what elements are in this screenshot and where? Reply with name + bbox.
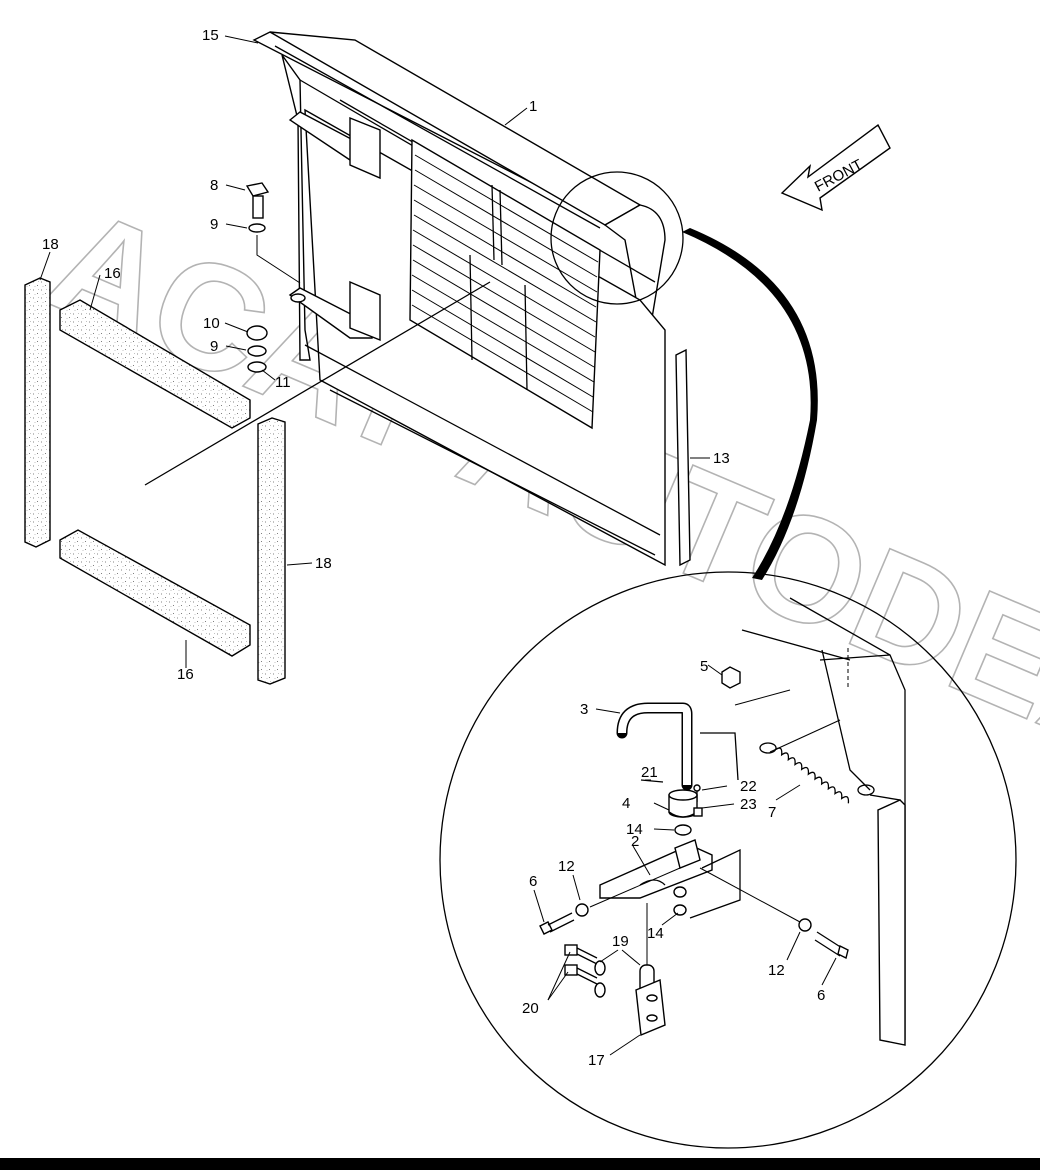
washer-14-lower-b (673, 904, 687, 916)
hinge-hole (290, 293, 306, 303)
callout-10: 10 (203, 315, 220, 332)
callout-12-left: 12 (558, 858, 575, 875)
washer-9-upper (248, 223, 266, 233)
front-direction-arrow: FRONT (780, 123, 891, 212)
callout-14-upper: 14 (626, 821, 643, 838)
radiator-grille-panel (252, 31, 666, 567)
bottom-border-bar (0, 1158, 1040, 1170)
callout-7: 7 (768, 804, 776, 821)
washer-19-a (594, 960, 606, 976)
bolts-20 (564, 944, 598, 985)
callout-1: 1 (529, 98, 537, 115)
callout-6-left: 6 (529, 873, 537, 890)
detail-circle (439, 571, 1017, 1149)
foam-strip-16-lower (59, 529, 251, 657)
callout-16-upper: 16 (104, 265, 121, 282)
bushing-4 (668, 789, 703, 818)
callout-5: 5 (700, 658, 708, 675)
louver-slats (411, 154, 599, 413)
lower-hinge-plate (349, 280, 381, 342)
washer-11 (247, 361, 267, 373)
callout-9-upper: 9 (210, 216, 218, 233)
callout-19: 19 (612, 933, 629, 950)
leader-lines (39, 35, 837, 1056)
bolt-6-right (814, 931, 849, 960)
callout-21: 21 (641, 764, 658, 781)
foam-strip-16-upper (59, 299, 251, 429)
nut-5 (721, 666, 741, 689)
callout-9-lower: 9 (210, 338, 218, 355)
callout-8: 8 (210, 177, 218, 194)
seal-strip-13 (675, 348, 691, 567)
detail-magnifier-circle (550, 171, 684, 305)
nut-12-left (575, 903, 589, 917)
callout-13: 13 (713, 450, 730, 467)
callout-22: 22 (740, 778, 757, 795)
callout-18-right: 18 (315, 555, 332, 572)
callout-6-right: 6 (817, 987, 825, 1004)
callout-3: 3 (580, 701, 588, 718)
washer-19-b (594, 982, 606, 998)
callout-23: 23 (740, 796, 757, 813)
washer-14-upper (674, 824, 692, 836)
detail-view (439, 571, 1017, 1149)
latch-2 (599, 839, 713, 899)
callout-16-lower: 16 (177, 666, 194, 683)
bolt-8 (245, 182, 270, 219)
foam-strip-18-left (24, 277, 51, 548)
callout-14-lower: 14 (647, 925, 664, 942)
callout-labels: 15 1 8 9 18 16 10 9 11 13 18 16 5 3 21 2… (42, 27, 825, 1069)
callout-11: 11 (275, 374, 291, 391)
foam-strip-18-right (257, 417, 286, 685)
callout-15: 15 (202, 27, 219, 44)
hinge-17 (635, 964, 666, 1037)
callout-4: 4 (622, 795, 630, 812)
spring-7 (759, 742, 875, 804)
upper-hinge-plate (349, 116, 381, 180)
callout-20: 20 (522, 1000, 539, 1017)
callout-18-left: 18 (42, 236, 59, 253)
callout-2: 2 (631, 833, 639, 850)
nut-12-right (798, 918, 812, 932)
bolt-6-left (539, 912, 575, 935)
washer-9-lower (247, 345, 267, 357)
nut-10 (246, 325, 268, 341)
callout-17: 17 (588, 1052, 605, 1069)
callout-12-right: 12 (768, 962, 785, 979)
washer-14-lower-a (673, 886, 687, 898)
